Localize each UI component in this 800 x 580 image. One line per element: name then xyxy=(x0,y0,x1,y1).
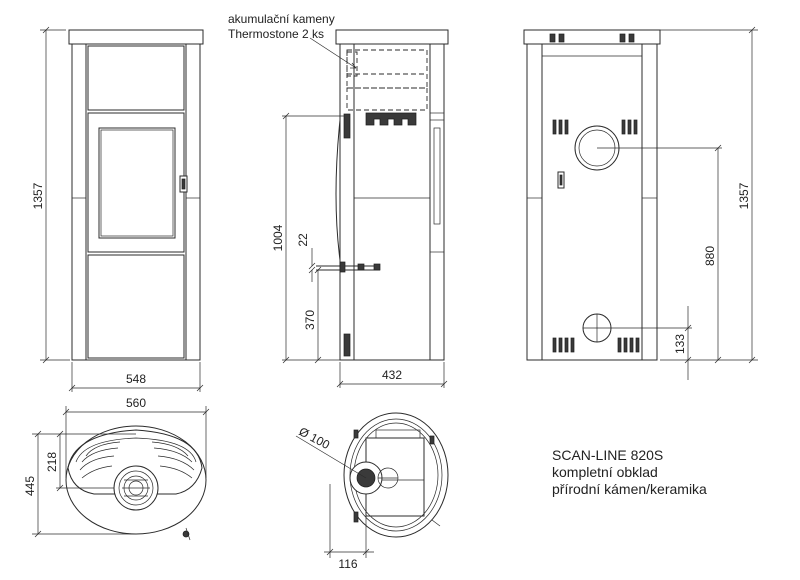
dim-pipe-diameter: Ø 100 xyxy=(297,424,333,452)
annotation-line-2: Thermostone 2 ks xyxy=(228,27,324,41)
dim-side-low: 370 xyxy=(303,310,317,330)
dim-side-door-height: 1004 xyxy=(271,224,285,251)
dim-back-height: 1357 xyxy=(737,182,751,209)
dim-pipe-offset: 116 xyxy=(338,557,357,571)
dim-back-flue-height: 880 xyxy=(703,246,717,266)
dim-side-width: 432 xyxy=(382,368,402,382)
dim-front-width: 548 xyxy=(126,372,146,386)
dim-side-gap: 22 xyxy=(296,233,310,247)
product-description-2: přírodní kámen/keramika xyxy=(552,481,707,497)
annotation-line-1: akumulační kameny xyxy=(228,12,335,26)
dim-top-depth: 445 xyxy=(23,476,37,496)
dim-top-inlet-offset: 218 xyxy=(45,452,59,472)
product-description-1: kompletní obklad xyxy=(552,464,658,480)
back-view xyxy=(523,26,758,380)
dim-front-height: 1357 xyxy=(31,182,45,209)
side-view xyxy=(282,29,449,388)
dim-back-inlet-height: 133 xyxy=(673,334,687,354)
front-view xyxy=(40,26,204,392)
top-view xyxy=(32,406,210,541)
bottom-view xyxy=(295,412,449,558)
dim-top-width: 560 xyxy=(126,396,146,410)
product-name: SCAN-LINE 820S xyxy=(552,447,663,463)
